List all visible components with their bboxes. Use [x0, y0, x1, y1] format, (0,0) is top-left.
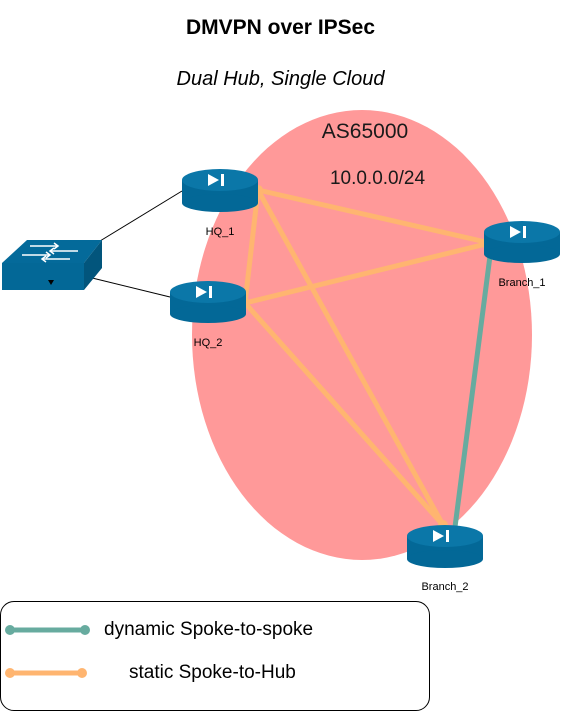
link-branch1-branch2	[452, 253, 493, 530]
switch-hq2-link	[83, 275, 171, 298]
subnet-label: 10.0.0.0/24	[329, 168, 426, 189]
link-hq1-branch1	[255, 187, 493, 246]
link-hq2-branch1	[242, 240, 493, 306]
router-branch2-icon	[407, 525, 483, 568]
link-hq1-branch2	[255, 187, 446, 528]
branch1-label: Branch_1	[498, 277, 546, 289]
legend-dynamic-label: dynamic Spoke-to-spoke	[104, 619, 314, 640]
as-label: AS65000	[321, 120, 409, 143]
hq2-label: HQ_2	[193, 337, 223, 349]
legend-box	[0, 601, 430, 711]
router-branch1-icon	[484, 221, 560, 263]
branch2-label: Branch_2	[421, 581, 469, 593]
link-hq1-hq2	[242, 187, 261, 306]
router-hq1-icon	[182, 169, 258, 212]
legend-static-label: static Spoke-to-Hub	[129, 662, 296, 683]
diagram-subtitle: Dual Hub, Single Cloud	[176, 68, 385, 90]
link-hq2-branch2	[242, 300, 446, 528]
hq1-label: HQ_1	[205, 226, 235, 238]
router-hq2-icon	[170, 281, 246, 323]
switch-hq1-link	[99, 190, 183, 242]
diagram-title: DMVPN over IPSec	[185, 16, 376, 39]
switch-icon	[2, 240, 102, 290]
